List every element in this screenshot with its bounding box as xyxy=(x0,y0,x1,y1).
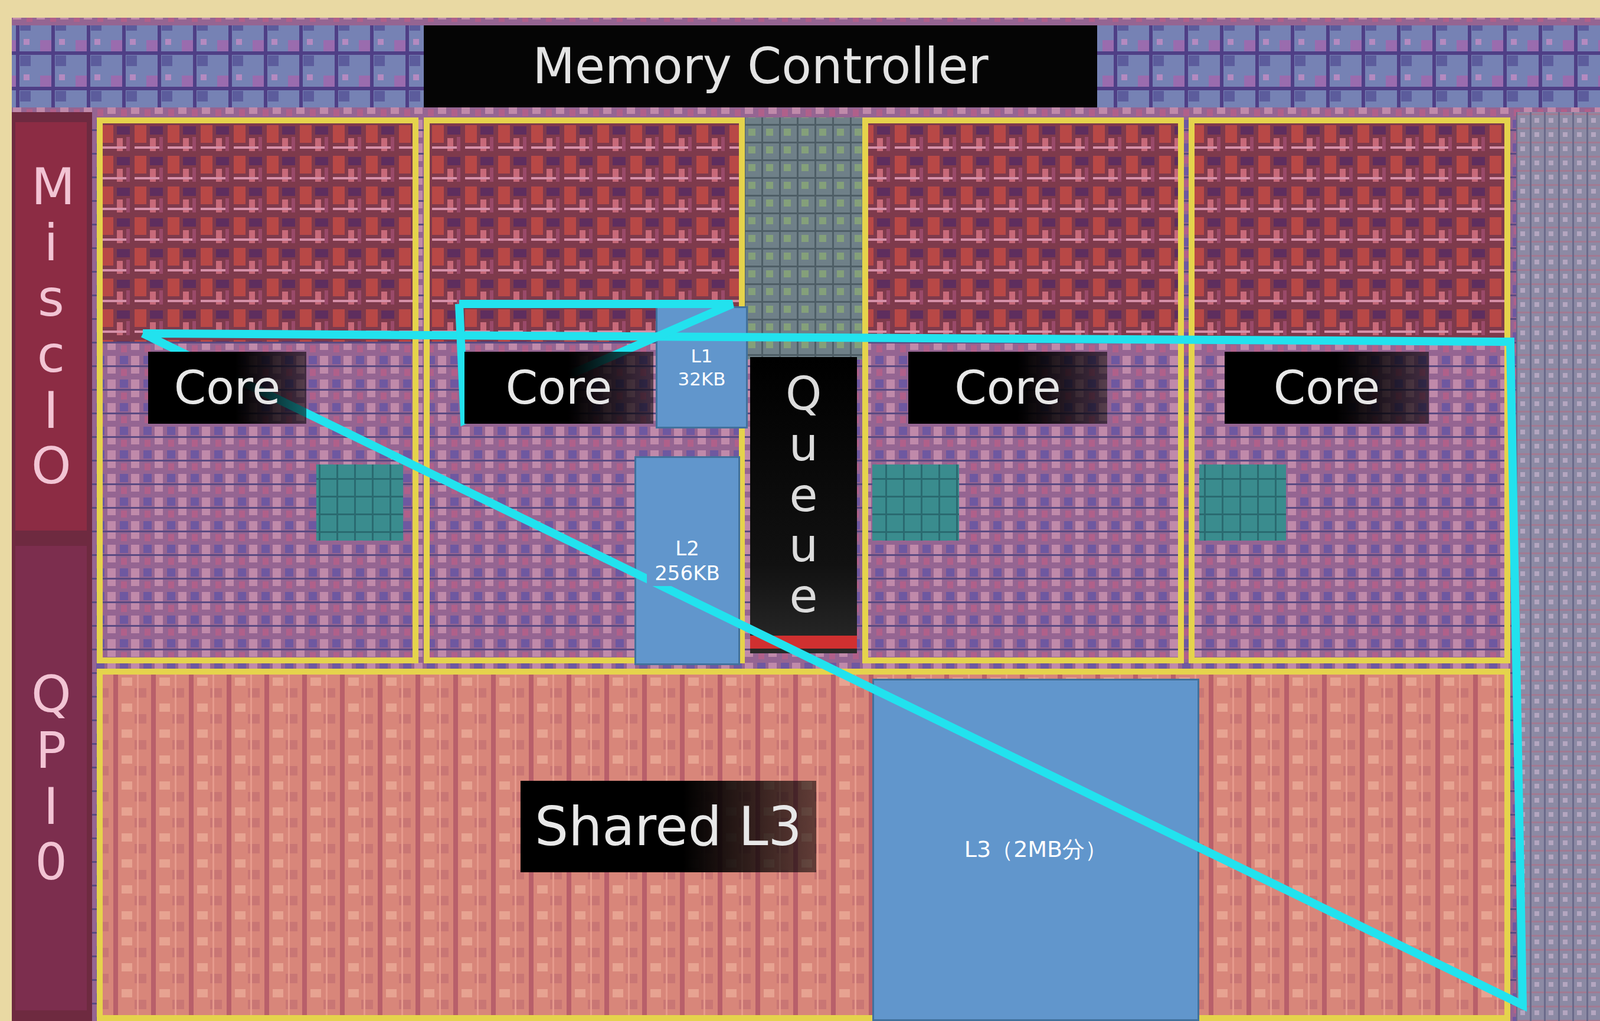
core-region: Core L1 32KB L2 256KB xyxy=(423,117,745,664)
memory-controller-band xyxy=(11,25,1600,108)
core-region: Core xyxy=(862,117,1184,664)
cyan-triangle xyxy=(459,303,733,421)
core-region: Core xyxy=(1188,117,1511,664)
cache-box: L3（2MB分） xyxy=(872,678,1200,1021)
cache-box: L2 256KB xyxy=(634,456,741,666)
io-column xyxy=(11,112,93,1021)
block-label: Misc IO xyxy=(31,158,71,494)
core-logic xyxy=(96,123,419,342)
l3-array xyxy=(96,668,1511,1021)
core-block xyxy=(316,464,404,541)
core-region: Core xyxy=(96,117,419,664)
cyan-triangle xyxy=(142,333,1523,1006)
region-label: Shared L3 xyxy=(520,780,817,873)
misc-io-block: Misc IO xyxy=(15,122,87,531)
die-base xyxy=(11,17,1600,1021)
core-block xyxy=(872,464,960,541)
queue-block: Queue xyxy=(750,357,857,654)
block-label: Memory Controller xyxy=(532,36,988,98)
region-label: Core xyxy=(148,351,307,424)
cache-box: L1 32KB xyxy=(655,306,748,429)
memory-controller-label: Memory Controller xyxy=(423,25,1098,108)
core-logic xyxy=(1188,123,1511,342)
right-column xyxy=(1516,112,1600,1021)
queue-red-band xyxy=(750,635,857,649)
core-block xyxy=(1199,464,1287,541)
block-label: L2 256KB xyxy=(646,535,729,587)
qpi-block: QPI 0 xyxy=(15,545,87,1011)
block-label: L3（2MB分） xyxy=(962,835,1110,865)
shared-l3-region: Shared L3 L3（2MB分） xyxy=(96,668,1511,1021)
block-label: L1 32KB xyxy=(666,344,737,391)
block-label: QPI 0 xyxy=(31,666,71,890)
middle-logic xyxy=(744,117,863,360)
block-label: Queue xyxy=(785,368,822,623)
region-label: Core xyxy=(1224,351,1429,424)
core-logic xyxy=(862,123,1184,342)
region-label: Core xyxy=(464,351,654,424)
region-label: Core xyxy=(908,351,1108,424)
